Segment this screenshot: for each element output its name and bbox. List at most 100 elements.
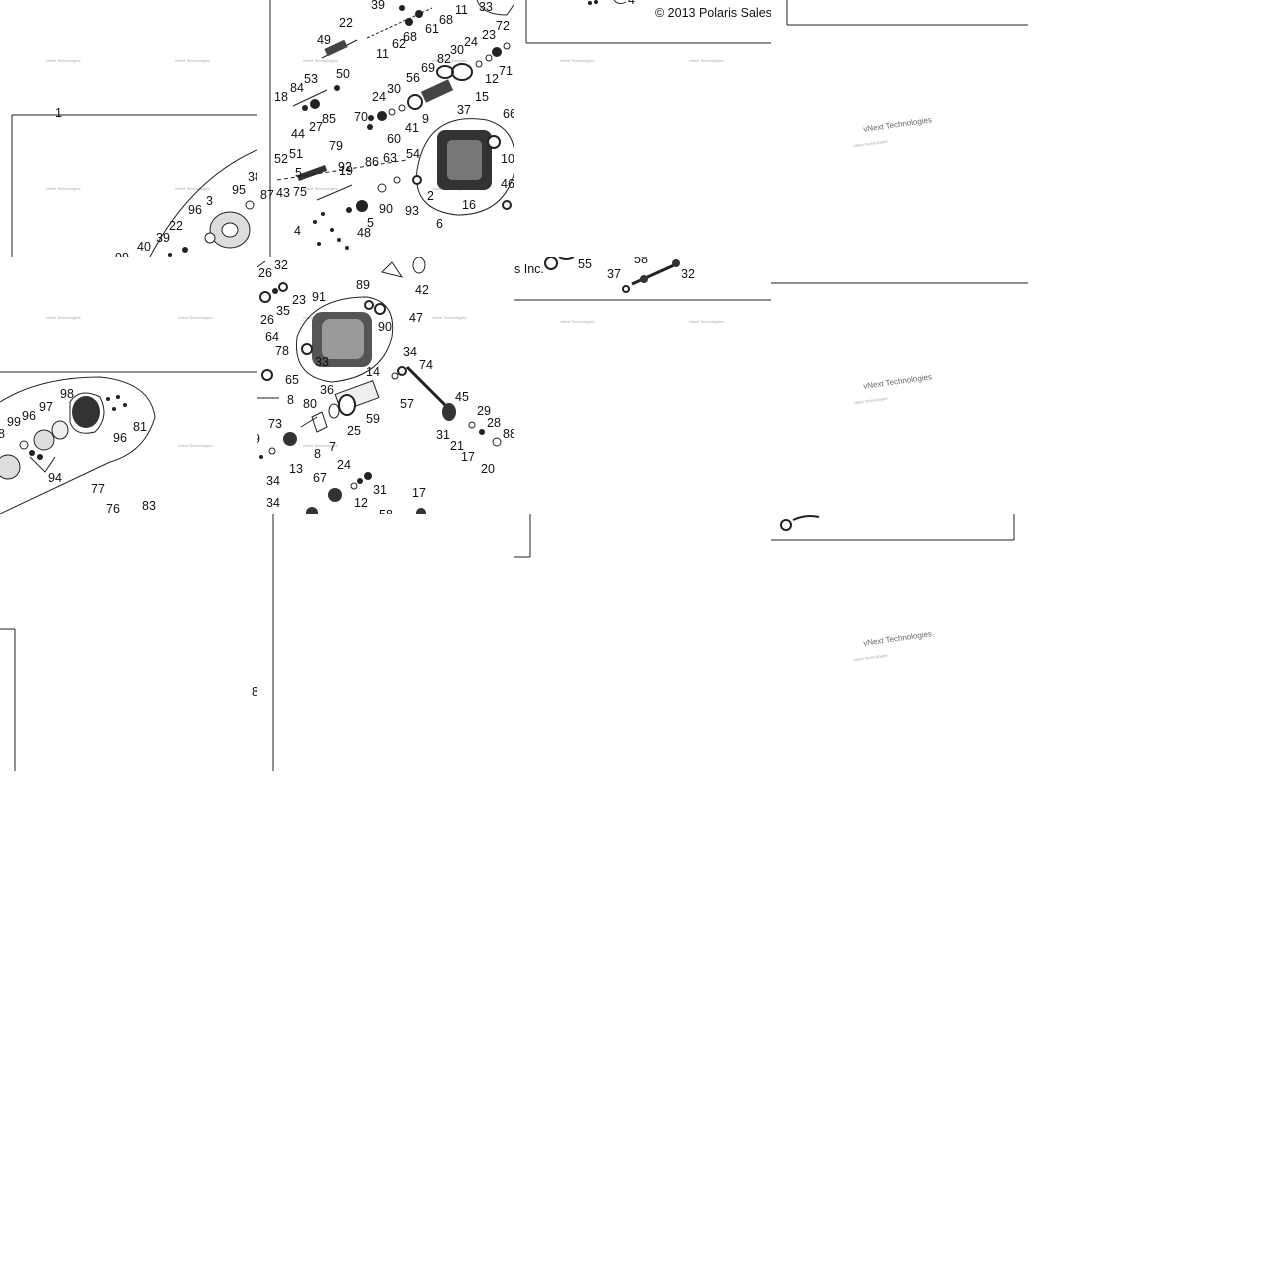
callout-label: 26: [258, 266, 272, 280]
callout-label: 62: [392, 37, 406, 51]
diagram-svg: vNext Technologies vNext Technologies: [786, 0, 1028, 148]
watermark: vNext Technologies: [46, 186, 81, 191]
callout-label: 24: [372, 90, 386, 104]
callout-label: 45: [455, 390, 469, 404]
callout-label: 9: [257, 432, 260, 446]
callout-label: 20: [481, 462, 495, 476]
callout-label: 69: [421, 61, 435, 75]
callout-label: 90: [379, 202, 393, 216]
callout-label: 58: [379, 508, 393, 514]
callout-label: 63: [383, 151, 397, 165]
callout-label: 98: [60, 387, 74, 401]
callout-label: 5: [367, 216, 374, 230]
callout-label: 44: [291, 127, 305, 141]
diagram-tile-bottom-right: [514, 514, 771, 574]
callout-label: 32: [274, 258, 288, 272]
callout-label: 12: [485, 72, 499, 86]
watermark: vNext Technologies: [303, 443, 338, 448]
callout-label: 70: [354, 110, 368, 124]
callout-label: 23: [482, 28, 496, 42]
diagram-tile-bottom-center: [257, 514, 514, 771]
callout-label: 65: [285, 373, 299, 387]
callout-label: 99: [7, 415, 21, 429]
watermark: vNext Technologies: [303, 58, 338, 63]
callout-label: 25: [347, 424, 361, 438]
callout-label: 91: [312, 290, 326, 304]
diagram-svg: vNext Technologies vNext Technologies vN…: [260, 0, 514, 257]
diagram-tile-bottom-far-right: vNext Technologies vNext Technologies: [771, 514, 1028, 771]
watermark: vNext Technologies: [689, 58, 724, 63]
watermark: vNext Technologies: [863, 629, 933, 648]
diagram-tile-top-center: vNext Technologies vNext Technologies vN…: [257, 0, 514, 257]
diagram-svg: vNext Technologies vNext Technologies vN…: [257, 257, 514, 514]
callout-label: 74: [419, 358, 433, 372]
callout-label: 76: [106, 502, 120, 514]
watermark: vNext Technologies: [303, 186, 338, 191]
diagram-tile-top-far-right: vNext Technologies vNext Technologies: [771, 0, 1028, 257]
callout-label: 96: [188, 203, 202, 217]
callout-label: 8: [0, 427, 5, 441]
callout-label: 16: [462, 198, 476, 212]
callout-label: 51: [289, 147, 303, 161]
callout-label: 75: [293, 185, 307, 199]
diagram-tile-middle-left: vNext Technologies vNext Technologies vN…: [0, 257, 257, 514]
callout-label: 8: [252, 685, 257, 699]
callout-label: 24: [337, 458, 351, 472]
watermark-stamp: vNext Technologies vNext Technologies: [853, 629, 933, 662]
callout-label: 58: [634, 257, 648, 266]
callout-label: 11: [455, 3, 468, 17]
callout-label: 41: [405, 121, 419, 135]
callout-label: 43: [276, 186, 290, 200]
callout-label: 46: [501, 177, 514, 191]
diagram-tile-middle-far-right: vNext Technologies vNext Technologies: [771, 257, 1028, 514]
diagram-tile-top-right: © 2013 Polaris Sales 4 vNext Technologie…: [514, 0, 771, 257]
callout-label: 59: [366, 412, 380, 426]
diagram-tile-center: vNext Technologies vNext Technologies vN…: [257, 257, 514, 514]
diagram-svg: [272, 514, 274, 771]
callout-label: 30: [387, 82, 401, 96]
copyright-text: © 2013 Polaris Sales: [655, 6, 771, 20]
callout-label: 2: [427, 189, 434, 203]
callout-label: 68: [403, 30, 417, 44]
callout-label: 30: [450, 43, 464, 57]
callout-label: 10: [501, 152, 514, 166]
diagram-svg: vNext Technologies vNext Technologies: [771, 514, 1015, 662]
watermark-stamp: vNext Technologies vNext Technologies: [853, 115, 932, 148]
callout-label: 34: [403, 345, 417, 359]
watermark: vNext Technologies: [560, 319, 595, 324]
watermark: vNext Technologies: [863, 372, 933, 391]
watermark: vNext Technologies: [175, 58, 210, 63]
callout-label: 54: [406, 147, 420, 161]
callout-label: 55: [578, 257, 592, 271]
callout-label: 96: [113, 431, 127, 445]
callout-label: 31: [436, 428, 450, 442]
callout-label: 97: [39, 400, 53, 414]
callout-label: 81: [133, 420, 147, 434]
callout-label: 28: [487, 416, 501, 430]
callout-label: 64: [265, 330, 279, 344]
callout-label: 35: [276, 304, 290, 318]
callout-label: 5: [295, 166, 302, 180]
callout-label: 23: [292, 293, 306, 307]
diagram-svg: vNext Technologies vNext Technologies: [771, 282, 1028, 405]
copyright-tail: s Inc.: [514, 262, 544, 276]
callout-label: 37: [607, 267, 621, 281]
callout-label: 21: [450, 439, 464, 453]
callout-label: 26: [260, 313, 274, 327]
callout-label: 7: [329, 440, 336, 454]
callout-label: 19: [339, 164, 353, 178]
callout-label: 92: [338, 160, 352, 174]
callout-label: 84: [290, 81, 304, 95]
callout-label: 87: [260, 188, 274, 202]
diagram-svg: vNext Technologies vNext Technologies vN…: [11, 58, 257, 257]
callout-label: 49: [317, 33, 331, 47]
callout-label: 56: [406, 71, 420, 85]
callout-label: 42: [415, 283, 429, 297]
callout-label: 85: [322, 112, 336, 126]
callout-label: 96: [22, 409, 36, 423]
watermark: vNext Technologies: [46, 315, 81, 320]
callout-label: 60: [387, 132, 401, 146]
watermark: vNext Technologies: [178, 443, 213, 448]
callout-label: 17: [412, 486, 426, 500]
callout-label: 83: [142, 499, 156, 513]
